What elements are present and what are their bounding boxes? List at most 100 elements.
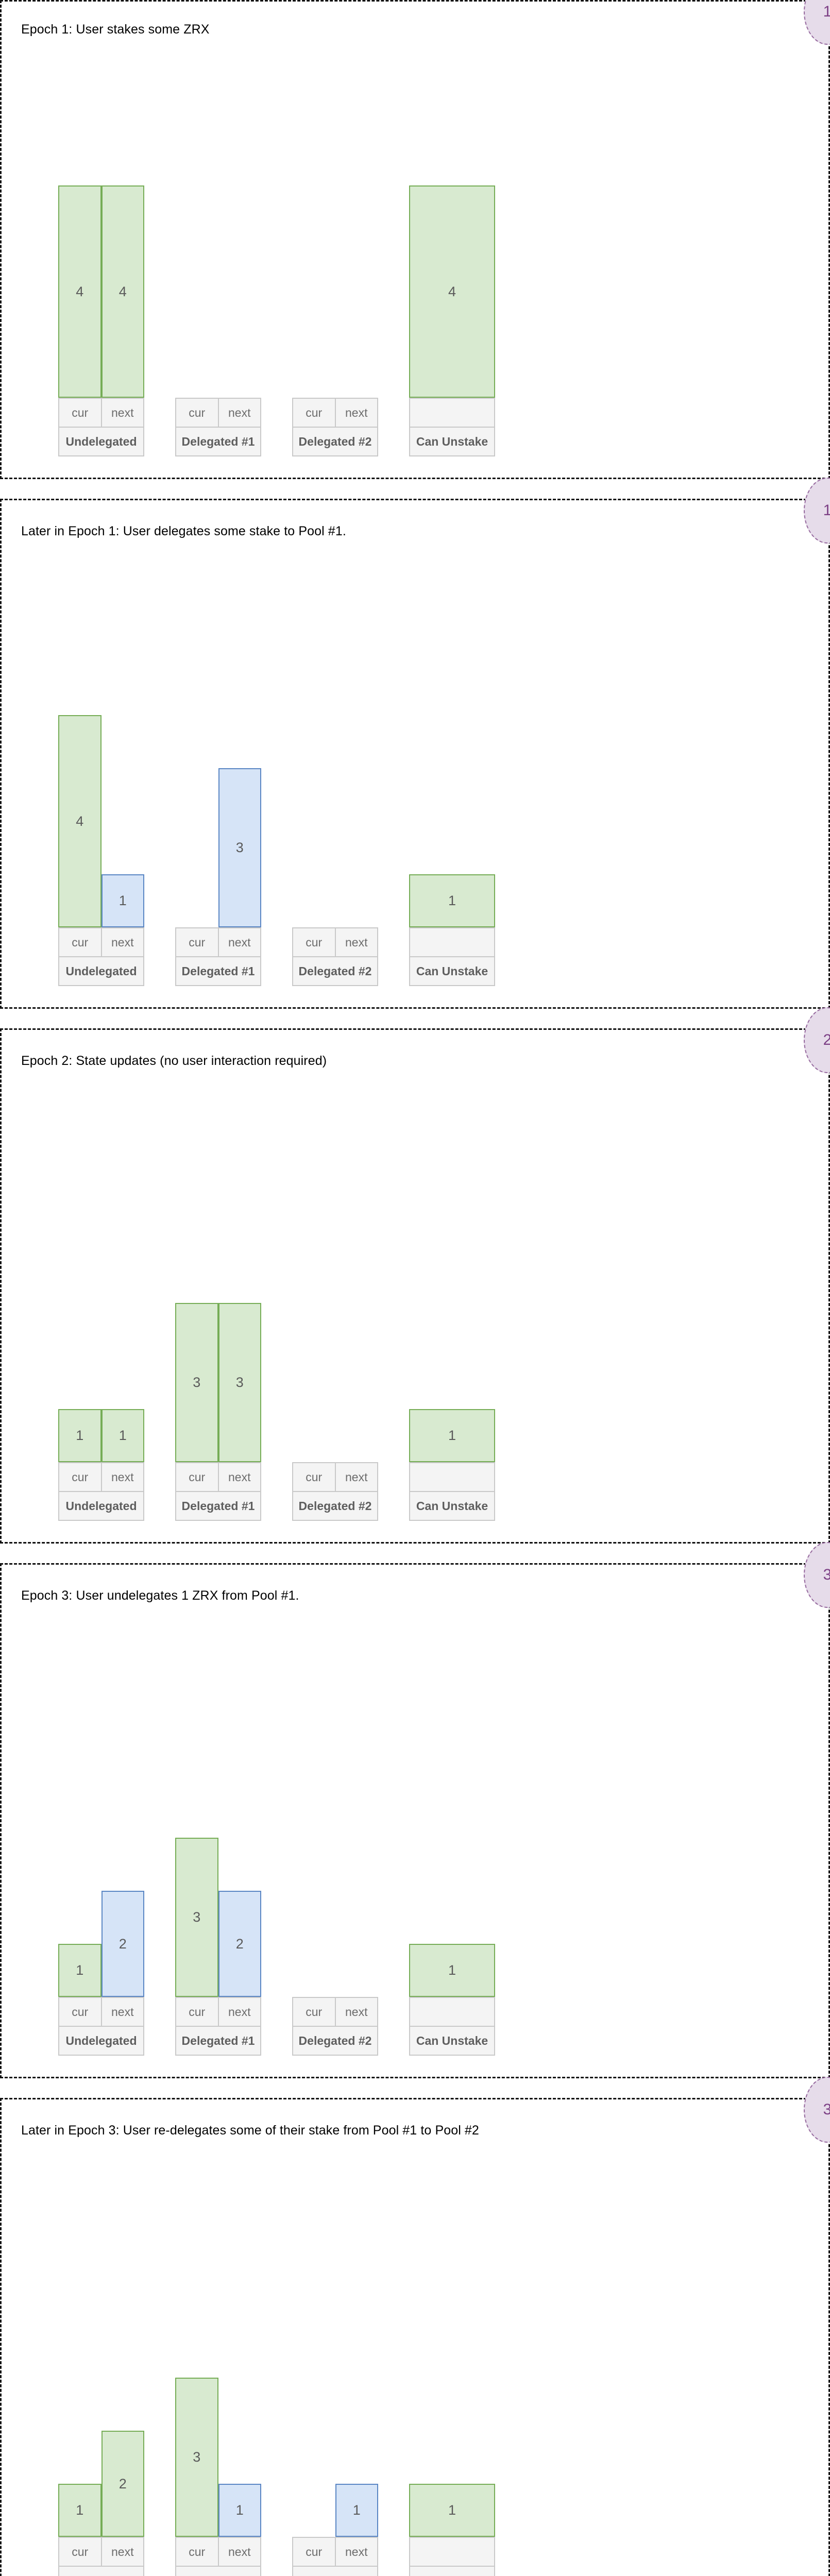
group-label: Undelegated xyxy=(58,427,144,456)
bar-cell: 4 xyxy=(58,670,101,927)
bar-green: 2 xyxy=(101,2431,144,2537)
sub-label-cur: cur xyxy=(293,1463,336,1491)
bar-cell: 4 xyxy=(101,161,144,398)
sub-label-cur: cur xyxy=(59,928,102,956)
sub-label-cur: cur xyxy=(176,2538,219,2566)
epoch-badge: 1 xyxy=(804,0,830,45)
group-label: Undelegated xyxy=(58,1491,144,1521)
bar-green: 1 xyxy=(58,2484,101,2537)
sub-label-blank xyxy=(410,2538,494,2566)
group-label: Undelegated xyxy=(58,2566,144,2576)
group-label: Delegated #2 xyxy=(292,2566,378,2576)
bar-cell: 3 xyxy=(175,1729,218,1997)
group-label: Can Unstake xyxy=(409,956,495,986)
sub-label-cur: cur xyxy=(59,2538,102,2566)
bar-cell: 1 xyxy=(409,1729,495,1997)
bar-stack: 1 xyxy=(409,2269,495,2537)
bar-green: 3 xyxy=(175,2378,218,2537)
bar-cell: 3 xyxy=(175,1194,218,1462)
sub-label-blank xyxy=(410,399,494,427)
group-label: Delegated #2 xyxy=(292,2026,378,2056)
sub-label-row xyxy=(409,2537,495,2566)
bar-group: 1 Can Unstake xyxy=(409,1194,495,1521)
bar-cell: 1 xyxy=(101,1194,144,1462)
panel-caption: Later in Epoch 3: User re-delegates some… xyxy=(21,2123,479,2138)
group-label: Delegated #2 xyxy=(292,1491,378,1521)
bar-green: 1 xyxy=(409,2484,495,2537)
sub-label-cur: cur xyxy=(293,2538,336,2566)
sub-label-cur: cur xyxy=(176,928,219,956)
bar-green: 1 xyxy=(101,1409,144,1462)
sub-label-cur: cur xyxy=(293,928,336,956)
bar-cell xyxy=(335,670,379,927)
group-label: Delegated #2 xyxy=(292,956,378,986)
bar-cell xyxy=(175,670,218,927)
sub-label-next: next xyxy=(228,406,251,419)
bar-green: 4 xyxy=(101,185,144,398)
sub-label-next: next xyxy=(111,1470,134,1484)
bar-group: 4 Can Unstake xyxy=(409,161,495,456)
group-label: Can Unstake xyxy=(409,2026,495,2056)
bar-cell: 1 xyxy=(335,2269,378,2537)
sub-label-next: next xyxy=(228,2545,251,2558)
bar-blue: 2 xyxy=(218,1891,261,1997)
sub-label-next: next xyxy=(111,406,134,419)
group-label: Can Unstake xyxy=(409,427,495,456)
bar-cell: 3 xyxy=(218,670,261,927)
bar-green: 1 xyxy=(409,1409,495,1462)
sub-label-next: next xyxy=(111,936,134,949)
sub-label-next: next xyxy=(228,2005,251,2019)
sub-label-blank xyxy=(410,928,494,956)
sub-label-row xyxy=(409,398,495,427)
sub-label-cur: cur xyxy=(59,1463,102,1491)
sub-label-cur: cur xyxy=(293,399,336,427)
panel-caption: Later in Epoch 1: User delegates some st… xyxy=(21,524,346,538)
bar-blue: 1 xyxy=(218,2484,261,2537)
panel-caption: Epoch 1: User stakes some ZRX xyxy=(21,22,210,37)
bar-cell xyxy=(292,2269,335,2537)
epoch-panel: 3 Epoch 3: User undelegates 1 ZRX from Po… xyxy=(0,1542,830,2078)
group-label: Undelegated xyxy=(58,2026,144,2056)
panel-caption: Epoch 3: User undelegates 1 ZRX from Poo… xyxy=(21,1588,299,1603)
sub-label-next: next xyxy=(228,936,251,949)
bar-cell xyxy=(335,1194,379,1462)
group-label: Delegated #1 xyxy=(175,2026,261,2056)
bar-stack: 1 xyxy=(409,1194,495,1462)
bar-cell xyxy=(292,670,335,927)
group-label: Delegated #2 xyxy=(292,427,378,456)
group-label: Undelegated xyxy=(58,956,144,986)
bar-cell: 1 xyxy=(58,1194,101,1462)
bar-blue: 1 xyxy=(101,874,144,927)
bar-stack xyxy=(292,670,378,927)
